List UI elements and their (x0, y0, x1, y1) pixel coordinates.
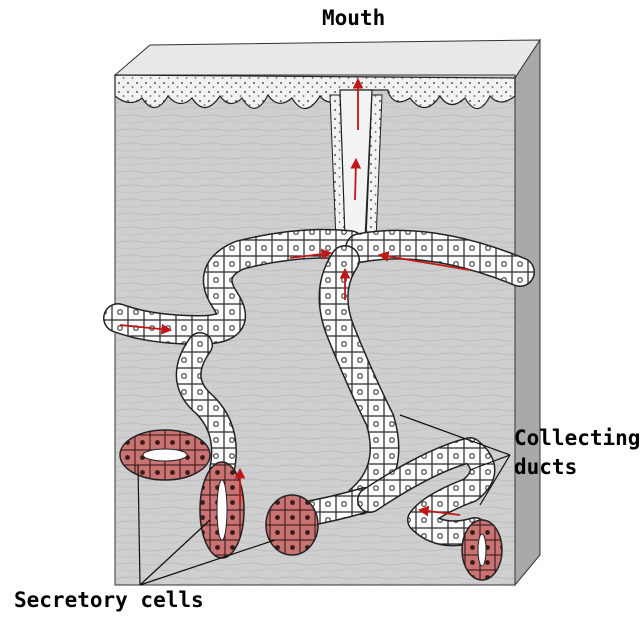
collecting-ducts-label-line2: ducts (514, 455, 577, 479)
collecting-ducts-label-line1: Collecting (514, 426, 640, 450)
secretory-cells-label: Secretory cells (14, 588, 204, 612)
mouth-label: Mouth (322, 6, 385, 30)
